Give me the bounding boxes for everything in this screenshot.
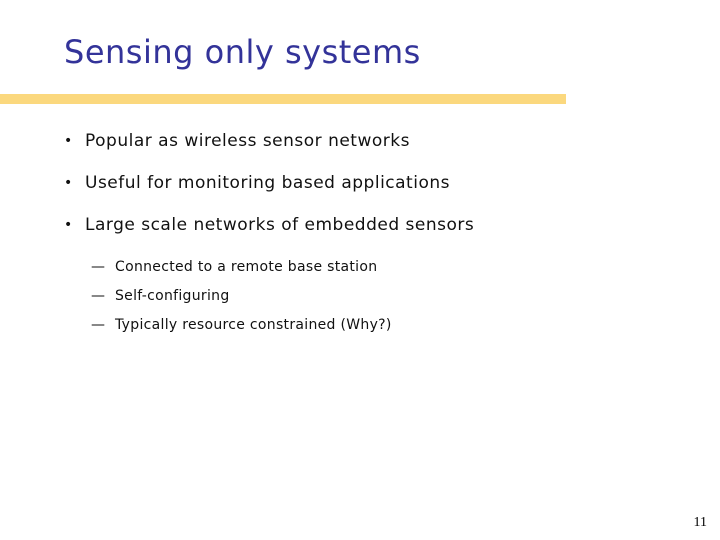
- sub-bullet-text: Typically resource constrained (Why?): [115, 317, 392, 333]
- dash-icon: —: [91, 259, 106, 275]
- sub-bullet-text: Self-configuring: [115, 288, 230, 304]
- bullet-dot-icon: •: [64, 133, 73, 149]
- bullet-item: • Useful for monitoring based applicatio…: [64, 173, 474, 193]
- bullet-text: Popular as wireless sensor networks: [85, 131, 410, 151]
- page-number: 11: [693, 515, 707, 530]
- bullet-text: Large scale networks of embedded sensors: [85, 215, 475, 235]
- bullet-dot-icon: •: [64, 217, 73, 233]
- bullet-list: • Popular as wireless sensor networks • …: [64, 131, 474, 235]
- bullet-dot-icon: •: [64, 175, 73, 191]
- bullet-text: Useful for monitoring based applications: [85, 173, 450, 193]
- bullet-item: • Popular as wireless sensor networks: [64, 131, 474, 151]
- bullet-item: • Large scale networks of embedded senso…: [64, 215, 474, 235]
- sub-bullet-item: — Typically resource constrained (Why?): [91, 317, 392, 334]
- dash-icon: —: [91, 288, 106, 304]
- title-accent-bar: [0, 94, 566, 104]
- dash-icon: —: [91, 317, 106, 333]
- sub-bullet-text: Connected to a remote base station: [115, 259, 378, 275]
- slide-title: Sensing only systems: [64, 33, 421, 71]
- sub-bullet-item: — Connected to a remote base station: [91, 259, 392, 276]
- sub-bullet-list: — Connected to a remote base station — S…: [91, 259, 392, 334]
- sub-bullet-item: — Self-configuring: [91, 288, 392, 305]
